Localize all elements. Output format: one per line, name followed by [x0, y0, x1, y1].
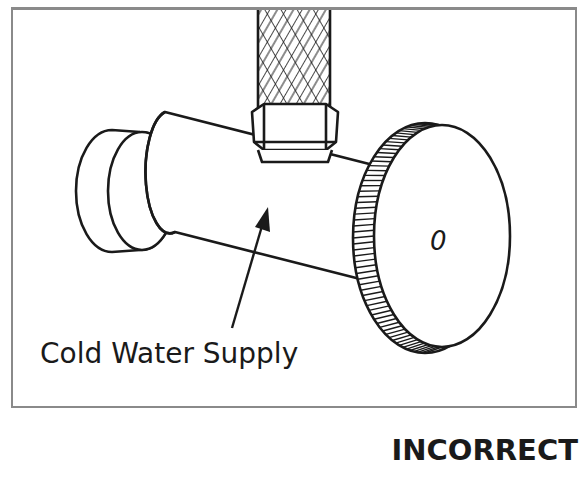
braided-hose — [12, 7, 576, 110]
knurl-stroke — [353, 224, 374, 226]
knurl-stroke — [354, 253, 375, 256]
knurl-stroke — [353, 242, 374, 244]
knurl-stroke — [367, 170, 387, 172]
knurl-stroke — [356, 207, 377, 209]
knob-marking: 0 — [430, 226, 447, 256]
knurl-stroke — [374, 315, 394, 320]
knurl-stroke — [396, 133, 415, 135]
knurl-stroke — [363, 292, 384, 296]
knurl-stroke — [358, 195, 379, 197]
knurl-stroke — [389, 138, 408, 140]
knurl-stroke — [377, 319, 397, 324]
knurl-stroke — [369, 165, 389, 167]
knurl-stroke — [403, 129, 421, 131]
knurl-stroke — [357, 270, 378, 273]
knurl-stroke — [372, 160, 392, 162]
knurl-stroke — [361, 185, 382, 187]
knurl-stroke — [383, 145, 402, 146]
frame — [12, 8, 576, 407]
knurl-stroke — [367, 301, 387, 305]
callout-label: Cold Water Supply — [40, 337, 298, 370]
knurl-stroke — [359, 190, 380, 192]
knurl-stroke — [386, 142, 405, 143]
knurl-stroke — [354, 219, 375, 220]
knurl-stroke — [392, 136, 411, 138]
knurl-stroke — [365, 175, 385, 177]
knurl-stroke — [355, 213, 376, 214]
knurled-knob — [353, 123, 510, 353]
knurl-stroke — [361, 286, 382, 290]
knurl-stroke — [380, 149, 400, 150]
knurl-stroke — [355, 259, 376, 262]
leader-arrow — [232, 207, 270, 328]
knurl-stroke — [363, 180, 384, 181]
knurl-stroke — [403, 342, 421, 348]
knurl-stroke — [365, 297, 385, 301]
status-label: INCORRECT — [391, 433, 578, 467]
knurl-stroke — [353, 236, 374, 238]
knurl-stroke — [369, 306, 389, 311]
knurl-stroke — [356, 265, 377, 268]
knurl-stroke — [377, 153, 397, 154]
knurl-stroke — [359, 281, 380, 285]
knurl-stroke — [374, 156, 394, 158]
hex-nut — [252, 104, 338, 162]
knurl-stroke — [380, 322, 400, 327]
knurl-stroke — [372, 310, 392, 315]
knurl-stroke — [353, 230, 374, 232]
knurl-stroke — [399, 131, 417, 133]
knurl-stroke — [358, 276, 379, 279]
knurl-stroke — [353, 248, 374, 250]
knurl-stroke — [357, 201, 378, 203]
